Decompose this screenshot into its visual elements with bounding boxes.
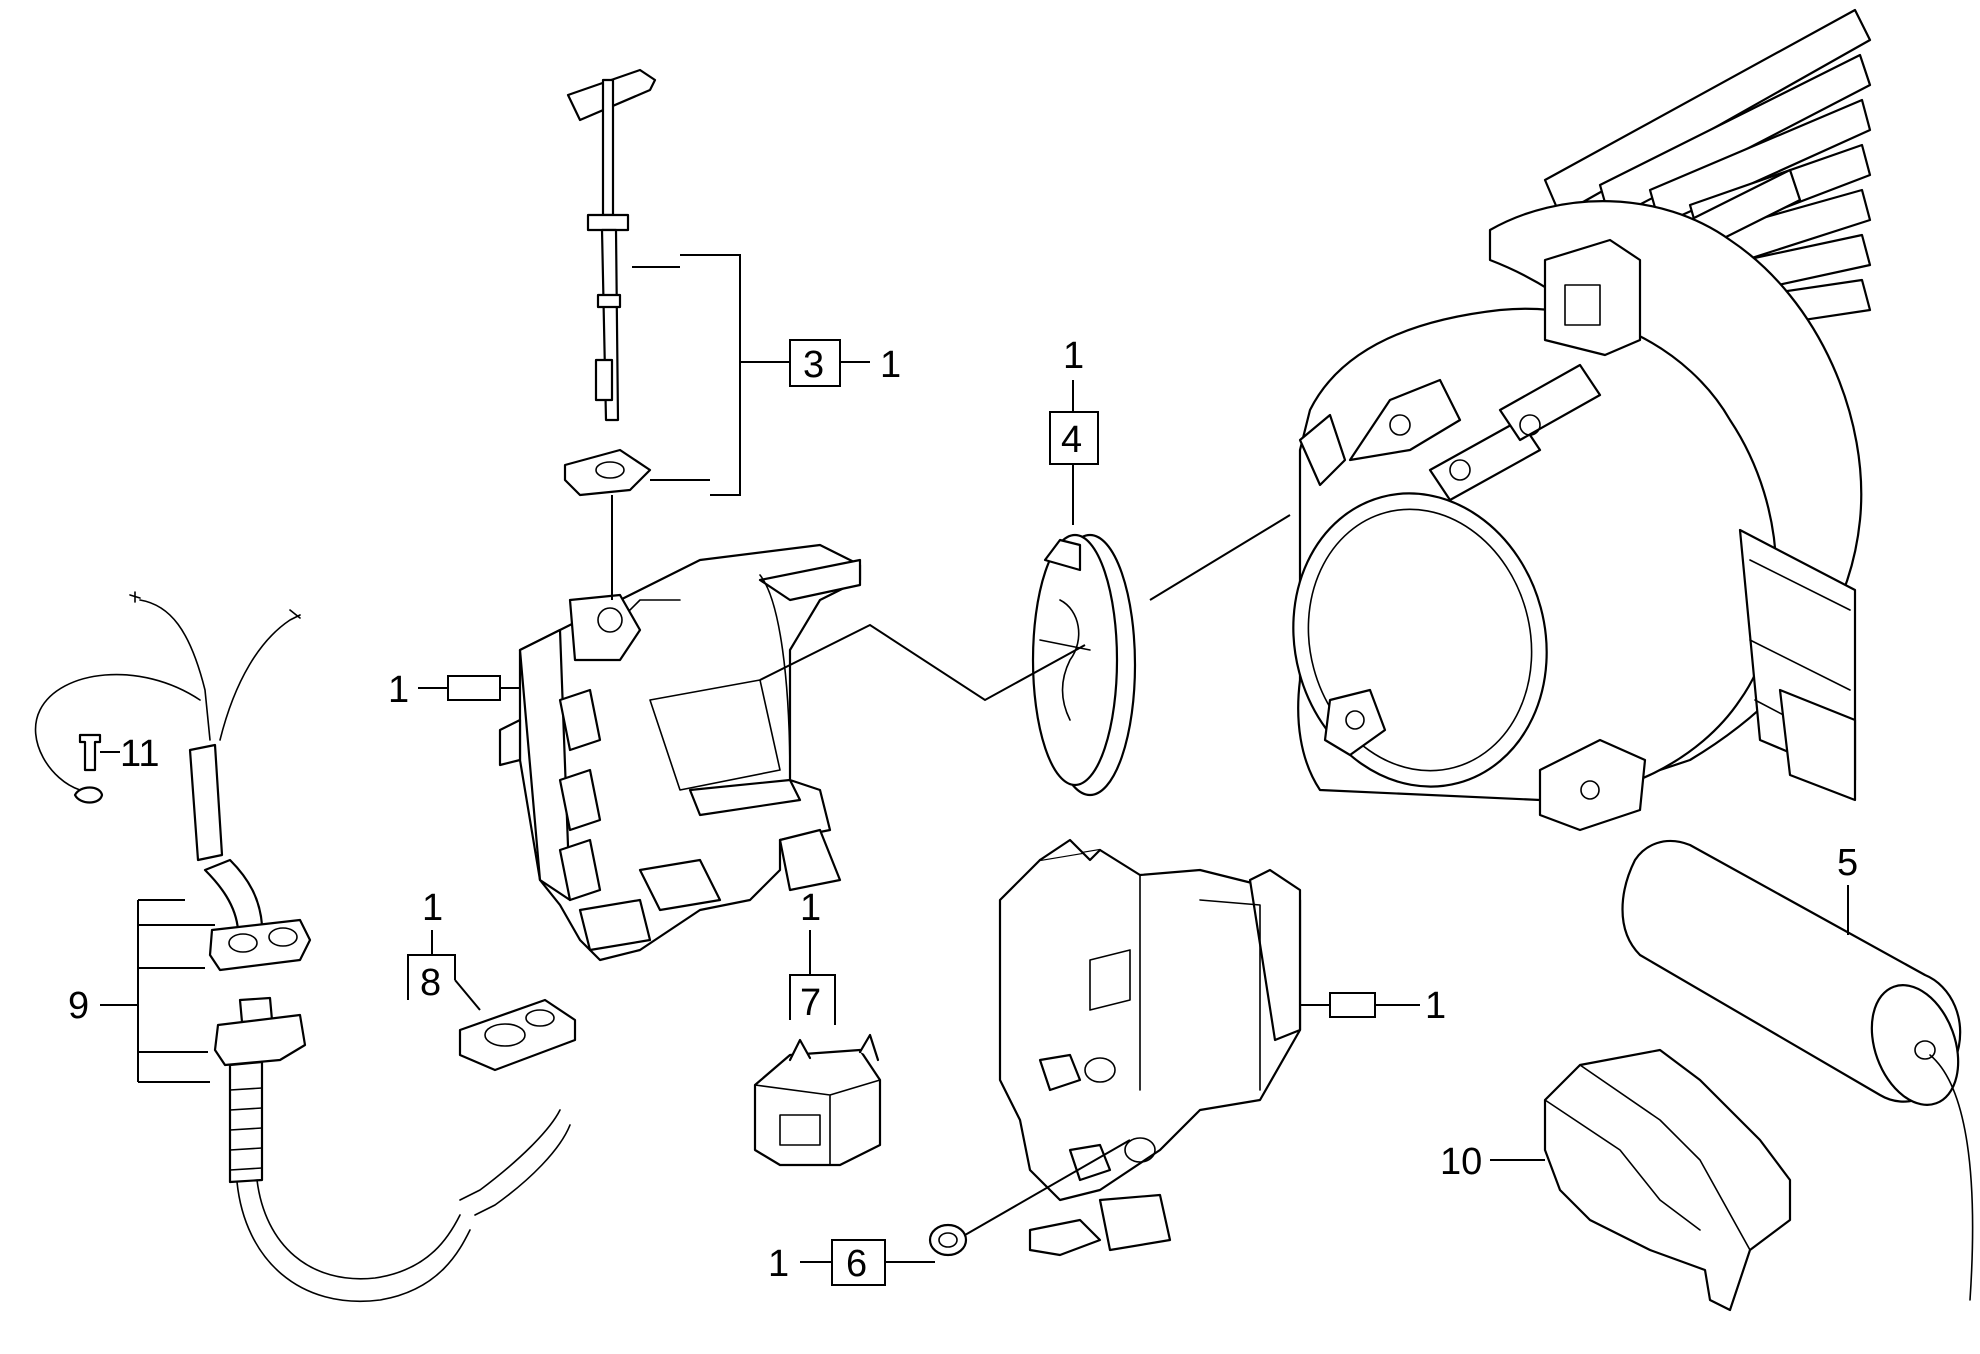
label-qty-left-housing: 1 xyxy=(388,669,409,711)
callout-right-housing xyxy=(1300,992,1420,1018)
label-qty-8: 1 xyxy=(422,887,443,929)
part-3-probe xyxy=(563,68,657,600)
label-part-8: 8 xyxy=(420,962,441,1004)
part-10-bracket xyxy=(1543,1048,1792,1312)
label-qty-4: 1 xyxy=(1063,335,1084,377)
part-8-seal xyxy=(458,998,577,1072)
label-qty-3: 1 xyxy=(880,344,901,386)
label-qty-7: 1 xyxy=(800,887,821,929)
callout-4 xyxy=(759,380,1291,702)
label-part-7: 7 xyxy=(800,982,821,1024)
label-part-6: 6 xyxy=(846,1243,867,1285)
part-4-seal xyxy=(1031,533,1137,797)
callout-6 xyxy=(800,1139,1131,1286)
part-7-switch xyxy=(753,1033,882,1167)
label-qty-right-housing: 1 xyxy=(1425,985,1446,1027)
callout-8 xyxy=(407,930,481,1011)
left-housing xyxy=(498,543,862,962)
part-9-hose xyxy=(208,918,571,1302)
label-qty-6: 1 xyxy=(768,1243,789,1285)
motor-assembly xyxy=(1292,8,1872,832)
callout-3 xyxy=(632,254,870,496)
label-part-3: 3 xyxy=(803,344,824,386)
part-labels: 1 3 1 4 1 11 1 8 9 1 7 1 5 10 1 6 xyxy=(68,335,1858,1285)
right-housing xyxy=(928,838,1302,1257)
label-part-9: 9 xyxy=(68,985,89,1027)
part-5-capacitor xyxy=(1621,840,1974,1301)
label-part-4: 4 xyxy=(1061,419,1082,461)
label-part-11: 11 xyxy=(120,733,159,775)
callout-7 xyxy=(789,930,836,1025)
label-part-5: 5 xyxy=(1837,842,1858,884)
callout-left-housing xyxy=(418,675,520,701)
callout-9 xyxy=(100,899,215,1083)
wiring-harness xyxy=(34,591,301,960)
label-part-10: 10 xyxy=(1440,1141,1482,1183)
